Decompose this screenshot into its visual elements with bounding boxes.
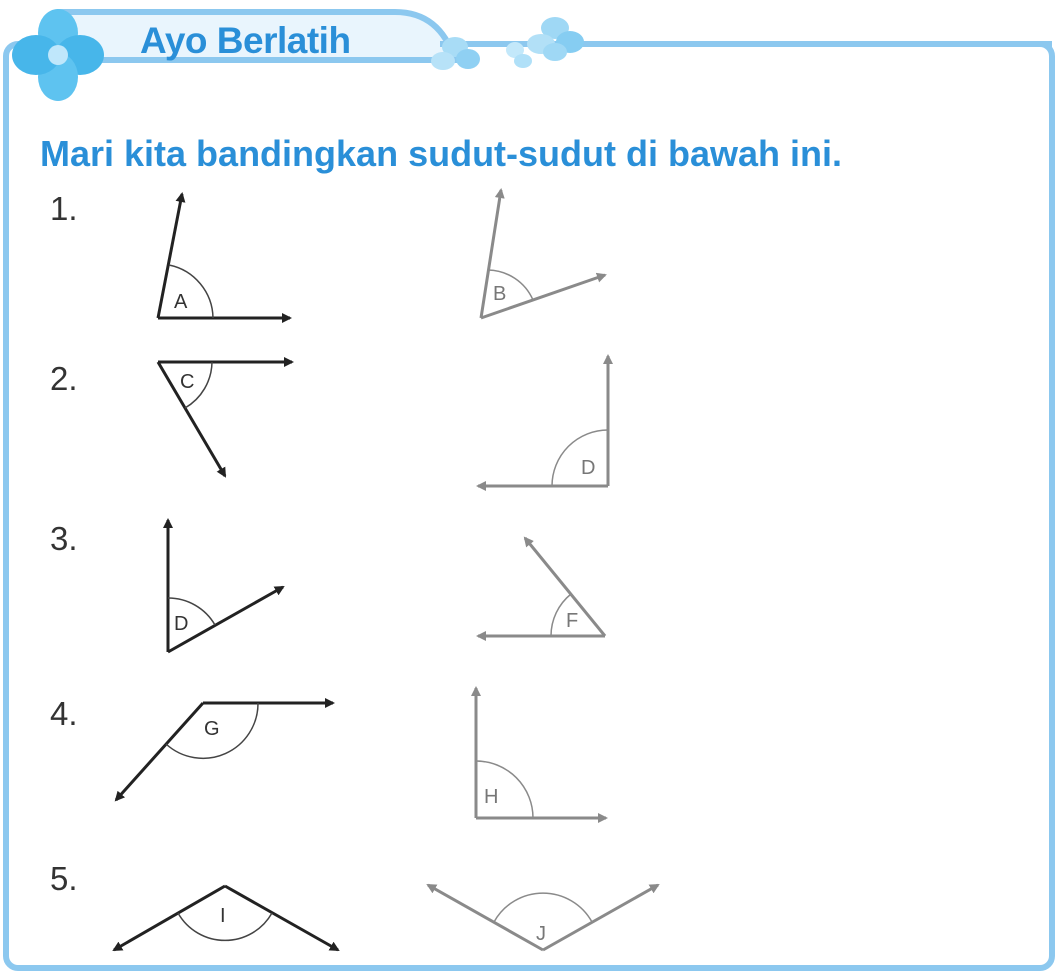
angle-j-diagram: J: [426, 883, 660, 952]
problem-number: 3.: [50, 520, 78, 557]
angle-label: F: [566, 610, 578, 632]
problem-number: 1.: [50, 190, 78, 227]
small-flower-icon: [506, 42, 532, 68]
angle-label: I: [220, 905, 226, 927]
angle-d-diagram: D: [476, 354, 613, 491]
small-flower-icon: [431, 37, 480, 70]
angle-h-diagram: H: [471, 686, 608, 823]
problem-number: 5.: [50, 860, 78, 897]
angle-label: D: [174, 613, 188, 635]
angle-label: A: [174, 291, 188, 313]
angle-g-diagram: G: [114, 698, 335, 802]
angle-label: D: [581, 457, 595, 479]
instruction-text: Mari kita bandingkan sudut-sudut di bawa…: [40, 133, 843, 174]
flower-icon: [12, 9, 104, 101]
angle-a-diagram: A: [156, 192, 292, 323]
problem-number: 4.: [50, 695, 78, 732]
angle-d2-diagram: D: [163, 518, 285, 654]
problem-number: 2.: [50, 360, 78, 397]
header-banner: [57, 9, 460, 63]
angle-label: G: [204, 718, 220, 740]
angle-c-diagram: C: [156, 357, 294, 478]
angle-label: C: [180, 371, 194, 393]
page-title: Ayo Berlatih: [140, 20, 351, 61]
angle-f-diagram: F: [476, 536, 607, 641]
angle-label: J: [536, 923, 546, 945]
angle-label: H: [484, 786, 498, 808]
angle-i-diagram: I: [112, 884, 340, 952]
angle-b-diagram: B: [479, 188, 607, 320]
angle-label: B: [493, 283, 506, 305]
small-flower-icon: [527, 17, 584, 61]
